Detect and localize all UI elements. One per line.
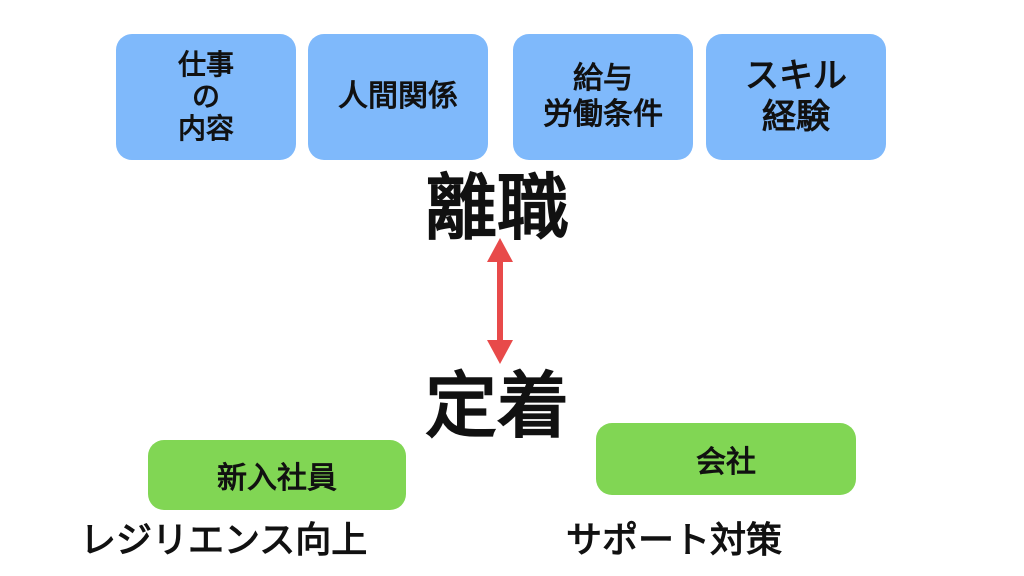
resilience-caption: レジリエンス向上 — [80, 520, 368, 561]
arrow-head-down — [487, 340, 513, 364]
support-caption: サポート対策 — [566, 520, 783, 561]
double-headed-arrow — [487, 238, 513, 364]
factor-label: 人間関係 — [338, 78, 458, 114]
group-label: 会社 — [696, 445, 756, 480]
factor-box-skills-experience: スキル 経験 — [706, 34, 886, 160]
factor-box-job-content: 仕事 の 内容 — [116, 34, 296, 160]
turnover-label: 離職 — [425, 166, 570, 250]
retention-label: 定着 — [425, 364, 570, 448]
factor-label: スキル 経験 — [745, 56, 847, 137]
arrow-shaft — [497, 260, 503, 342]
factor-box-relationships: 人間関係 — [308, 34, 488, 160]
new-employee-box: 新入社員 — [148, 440, 406, 510]
company-box: 会社 — [596, 423, 856, 495]
factor-label: 給与 労働条件 — [543, 61, 663, 132]
factor-label: 仕事 の 内容 — [177, 47, 234, 146]
arrow-head-up — [487, 238, 513, 262]
factor-box-salary-conditions: 給与 労働条件 — [513, 34, 693, 160]
group-label: 新入社員 — [217, 461, 337, 496]
